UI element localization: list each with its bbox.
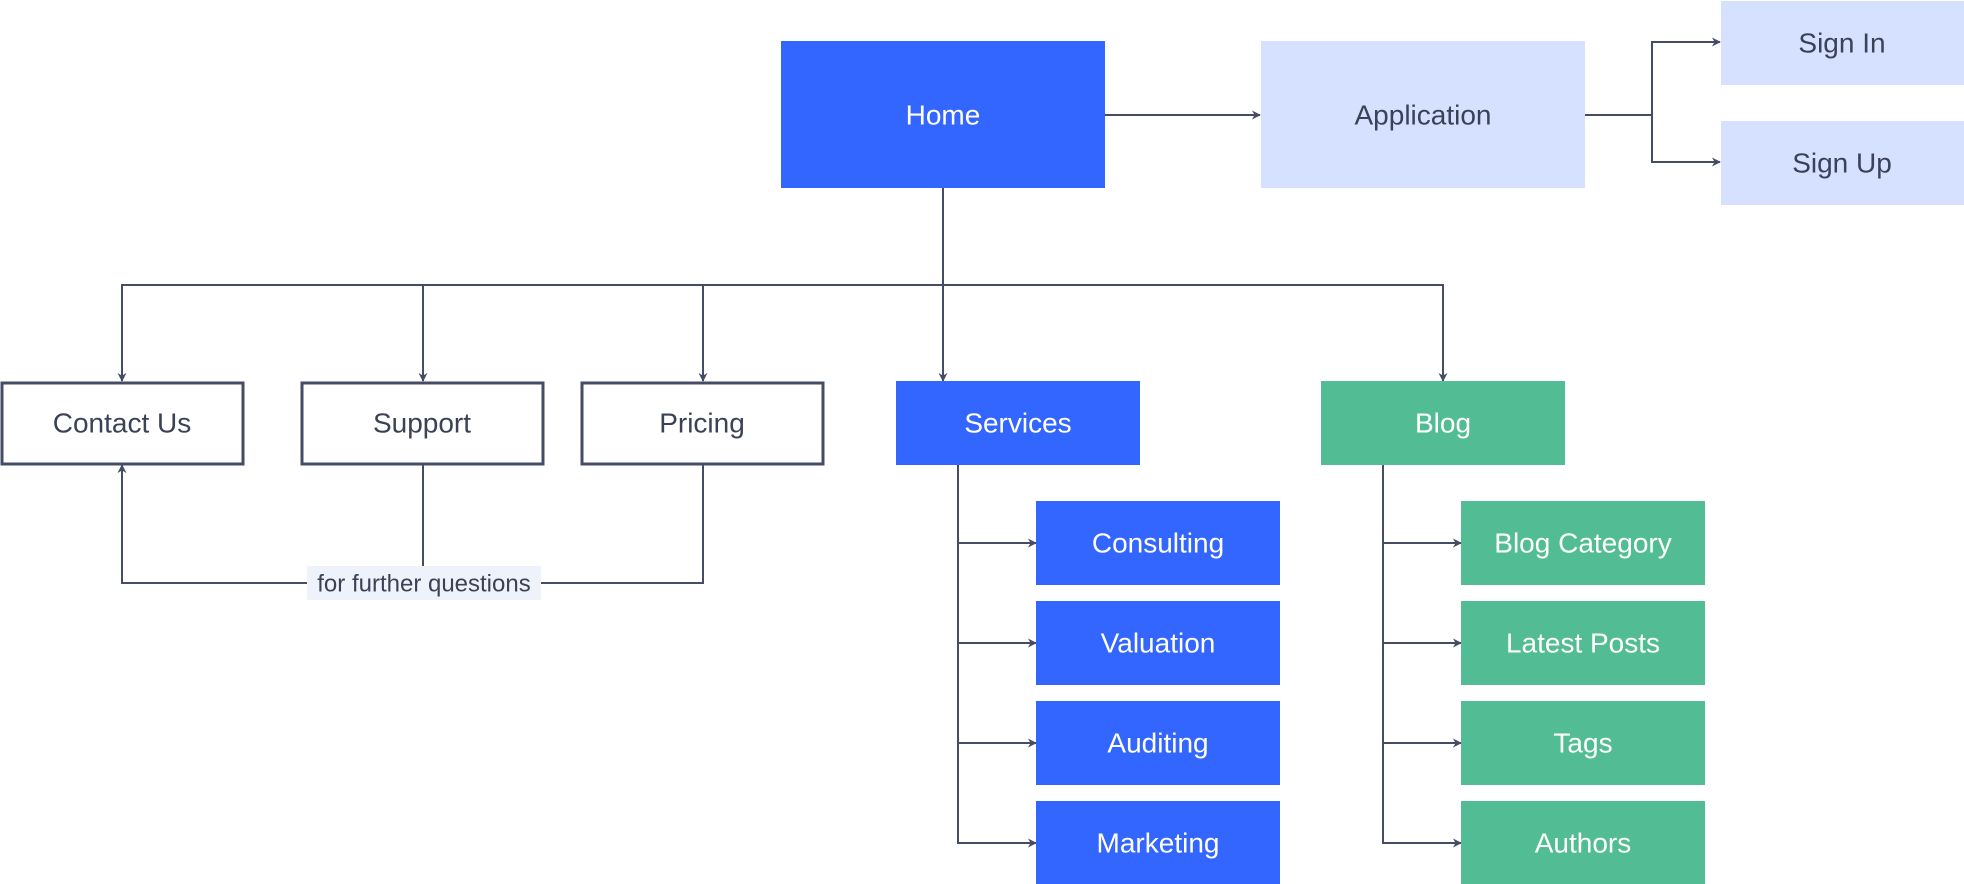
node-application[interactable]: Application — [1261, 41, 1585, 188]
edge-label-for-further-questions: for further questions — [317, 571, 530, 598]
node-blog-box — [1321, 381, 1565, 465]
edge-blog-authors — [1382, 743, 1462, 848]
node-marketing-label: Marketing — [1097, 828, 1220, 859]
node-application-label: Application — [1355, 100, 1492, 131]
node-sign-up[interactable]: Sign Up — [1721, 121, 1964, 205]
node-auditing[interactable]: Auditing — [1036, 701, 1280, 785]
edges: for further questions — [117, 37, 1721, 848]
node-latest-posts-box — [1461, 601, 1705, 685]
node-services[interactable]: Services — [896, 381, 1140, 465]
node-marketing[interactable]: Marketing — [1036, 801, 1280, 884]
node-support-label: Support — [373, 408, 471, 439]
edge-application-sign-in — [1585, 37, 1721, 116]
edge-services-marketing — [957, 743, 1037, 848]
edge-label-background — [307, 566, 541, 600]
edge-home-support — [418, 284, 943, 382]
edge-blog-blog-category — [1382, 465, 1462, 548]
node-authors-box — [1461, 801, 1705, 884]
node-home-label: Home — [906, 100, 981, 131]
node-services-label: Services — [964, 408, 1071, 439]
node-blog-label: Blog — [1415, 408, 1471, 439]
node-sign-in-label: Sign In — [1798, 28, 1885, 59]
edge-support-contact-us — [117, 464, 424, 584]
node-contact-us-label: Contact Us — [53, 408, 192, 439]
node-pricing[interactable]: Pricing — [580, 381, 825, 466]
node-blog[interactable]: Blog — [1321, 381, 1565, 465]
node-latest-posts[interactable]: Latest Posts — [1461, 601, 1705, 685]
node-support-box — [300, 381, 545, 466]
node-authors-label: Authors — [1535, 828, 1632, 859]
node-support[interactable]: Support — [300, 381, 545, 466]
node-sign-up-box — [1721, 121, 1964, 205]
edge-blog-tags — [1382, 643, 1462, 748]
edge-application-sign-up — [1585, 114, 1721, 167]
node-services-box — [896, 381, 1140, 465]
node-consulting-label: Consulting — [1092, 528, 1224, 559]
node-auditing-label: Auditing — [1107, 728, 1208, 759]
node-sign-in-box — [1721, 1, 1964, 85]
node-sign-in[interactable]: Sign In — [1721, 1, 1964, 85]
edge-services-valuation — [957, 543, 1037, 648]
edge-blog-latest-posts — [1382, 543, 1462, 648]
node-application-box — [1261, 41, 1585, 188]
node-valuation-label: Valuation — [1101, 628, 1216, 659]
node-blog-category[interactable]: Blog Category — [1461, 501, 1705, 585]
edge-home-blog — [943, 284, 1448, 382]
node-latest-posts-label: Latest Posts — [1506, 628, 1660, 659]
node-pricing-label: Pricing — [659, 408, 745, 439]
edge-pricing-contact-us — [423, 465, 704, 584]
node-tags[interactable]: Tags — [1461, 701, 1705, 785]
node-consulting[interactable]: Consulting — [1036, 501, 1280, 585]
node-home[interactable]: Home — [781, 41, 1105, 188]
node-contact-us-box — [0, 381, 245, 466]
node-tags-label: Tags — [1553, 728, 1612, 759]
node-pricing-box — [580, 381, 825, 466]
node-blog-category-box — [1461, 501, 1705, 585]
edge-home-pricing — [698, 284, 943, 382]
edge-services-consulting — [957, 465, 1037, 548]
node-consulting-box — [1036, 501, 1280, 585]
node-valuation-box — [1036, 601, 1280, 685]
node-auditing-box — [1036, 701, 1280, 785]
node-marketing-box — [1036, 801, 1280, 884]
node-contact-us[interactable]: Contact Us — [0, 381, 245, 466]
node-blog-category-label: Blog Category — [1494, 528, 1671, 559]
node-home-box — [781, 41, 1105, 188]
node-authors[interactable]: Authors — [1461, 801, 1705, 884]
node-sign-up-label: Sign Up — [1792, 148, 1892, 179]
node-tags-box — [1461, 701, 1705, 785]
node-valuation[interactable]: Valuation — [1036, 601, 1280, 685]
edge-services-auditing — [957, 643, 1037, 748]
